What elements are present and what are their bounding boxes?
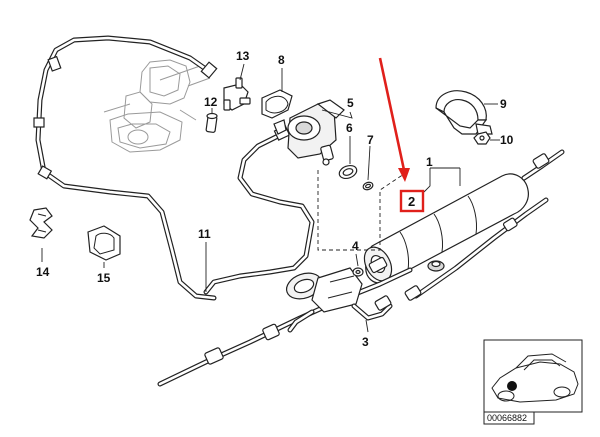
callout-6: 6: [346, 121, 353, 135]
callout-15: 15: [97, 271, 111, 285]
reference-number: 00066882: [487, 413, 527, 423]
callout-8: 8: [278, 53, 285, 67]
callout-13: 13: [236, 49, 250, 63]
vent-line-left: [33, 35, 218, 301]
engine-intake-outline: [103, 59, 211, 153]
callout-3: 3: [362, 335, 369, 349]
leader-lines: [41, 63, 500, 333]
callout-4: 4: [352, 239, 359, 253]
clamp-band-9: [435, 90, 493, 135]
callout-labels: 13 12 8 5 6 7 1 2 4 3 9 10 11 14 15: [36, 49, 514, 349]
o-ring-6: [338, 164, 358, 180]
bracket-8: [261, 89, 293, 135]
highlight-box: [399, 189, 425, 213]
callout-2: 2: [408, 194, 415, 209]
ring-4: [352, 267, 364, 277]
clip-14: [29, 207, 53, 239]
connector-12: [205, 112, 218, 133]
callout-7: 7: [367, 133, 374, 147]
callout-9: 9: [500, 97, 507, 111]
car-locator-inset: 00066882: [483, 339, 583, 425]
callout-11: 11: [198, 227, 211, 241]
callout-1: 1: [426, 155, 433, 169]
red-arrow: [378, 57, 410, 182]
callout-10: 10: [500, 133, 514, 147]
nut-10: [473, 131, 491, 145]
valve-3: [285, 267, 393, 333]
callout-5: 5: [347, 96, 354, 110]
clip-15: [87, 225, 121, 261]
callout-12: 12: [204, 95, 218, 109]
valve-assembly-5: [287, 99, 345, 166]
seal-7: [362, 181, 374, 191]
callout-14: 14: [36, 265, 50, 279]
location-marker: [507, 381, 517, 391]
hose-11: [203, 125, 315, 295]
tee-connector-13: [223, 77, 251, 111]
